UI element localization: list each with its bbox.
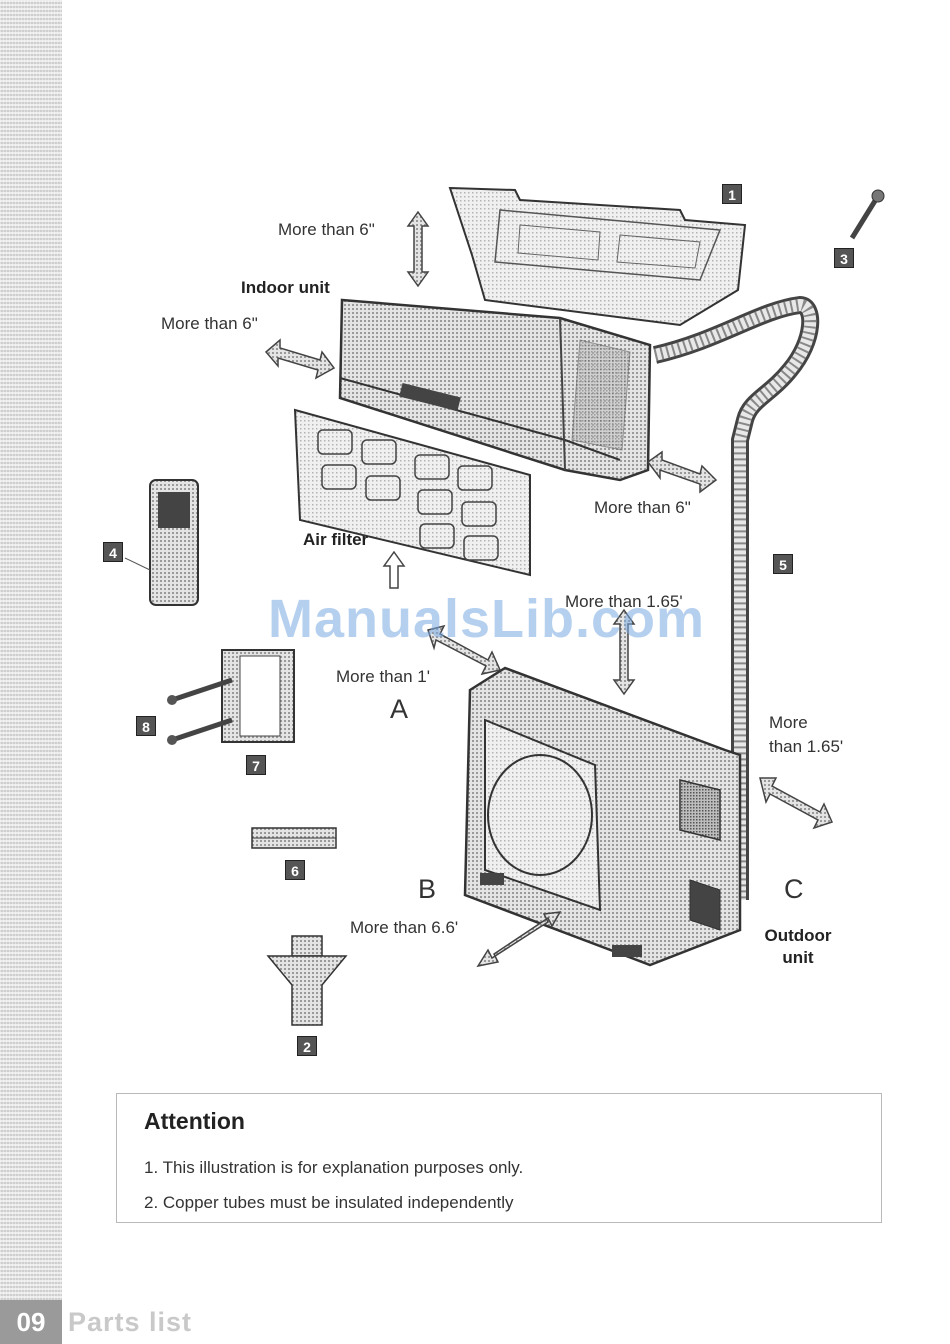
part-badge-3: 3 xyxy=(834,248,854,268)
clearance-right-label: More than 6" xyxy=(594,498,691,518)
remote-controller xyxy=(125,480,198,605)
wall-bracket xyxy=(222,650,294,742)
air-filter-label: Air filter xyxy=(303,530,368,550)
part-badge-1: 1 xyxy=(722,184,742,204)
part-badge-5: 5 xyxy=(773,554,793,574)
outdoor-unit-label-line1: Outdoor xyxy=(758,926,838,946)
part-badge-8: 8 xyxy=(136,716,156,736)
page-footer: 09 Parts list xyxy=(0,1300,260,1344)
clearance-side-line1: More xyxy=(769,713,808,733)
attention-item-2: 2. Copper tubes must be insulated indepe… xyxy=(144,1193,514,1213)
section-title: Parts list xyxy=(68,1300,192,1344)
letter-a: A xyxy=(390,694,408,725)
clearance-front-label: More than 6.6' xyxy=(350,918,458,938)
screw-part-3 xyxy=(852,190,884,238)
part-badge-2: 2 xyxy=(297,1036,317,1056)
clearance-left-label: More than 6" xyxy=(161,314,258,334)
part-badge-4: 4 xyxy=(103,542,123,562)
outdoor-unit-label-line2: unit xyxy=(758,948,838,968)
outdoor-unit xyxy=(465,668,740,965)
attention-item-1: 1. This illustration is for explanation … xyxy=(144,1158,523,1178)
attention-box: Attention 1. This illustration is for ex… xyxy=(116,1093,882,1223)
clearance-a-label: More than 1' xyxy=(336,667,430,687)
mounting-plate xyxy=(450,188,745,325)
tape-part-6 xyxy=(252,828,336,848)
page-number: 09 xyxy=(0,1300,62,1344)
letter-c: C xyxy=(784,874,804,905)
clearance-side-line2: than 1.65' xyxy=(769,737,843,757)
part-badge-6: 6 xyxy=(285,860,305,880)
watermark: ManualsLib.com xyxy=(268,588,705,650)
letter-b: B xyxy=(418,874,436,905)
indoor-unit-label: Indoor unit xyxy=(241,278,330,298)
part-badge-7: 7 xyxy=(246,755,266,775)
clearance-top-label: More than 6" xyxy=(278,220,375,240)
attention-heading: Attention xyxy=(144,1108,245,1135)
drain-fitting-part-2 xyxy=(268,936,346,1025)
